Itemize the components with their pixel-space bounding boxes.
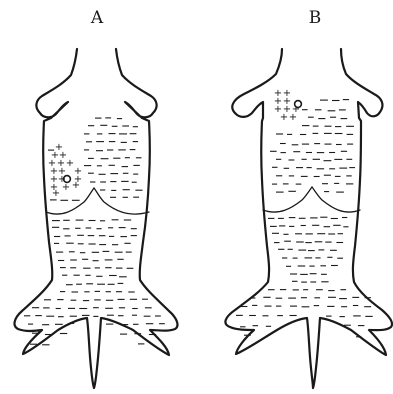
embryo-outline-b [225,49,392,388]
positive-mark: + [52,188,60,199]
positive-marks-b: +++++++++ [274,88,300,123]
positive-mark: + [72,180,80,191]
positive-mark: + [289,112,297,123]
diaphragm-curve-b [263,187,360,212]
negative-marks-b [236,100,373,337]
positive-marks-a: ++++++++++++++++ [48,142,82,199]
embryo-outline-a [15,49,178,388]
panel-label-b: B [309,8,322,28]
panel-label-a: A [90,8,104,28]
panel-b: B +++++++++ [225,8,392,388]
panel-a: A ++++++++++++++++ [15,8,178,388]
positive-mark: + [280,112,288,123]
positive-mark: + [62,182,70,193]
